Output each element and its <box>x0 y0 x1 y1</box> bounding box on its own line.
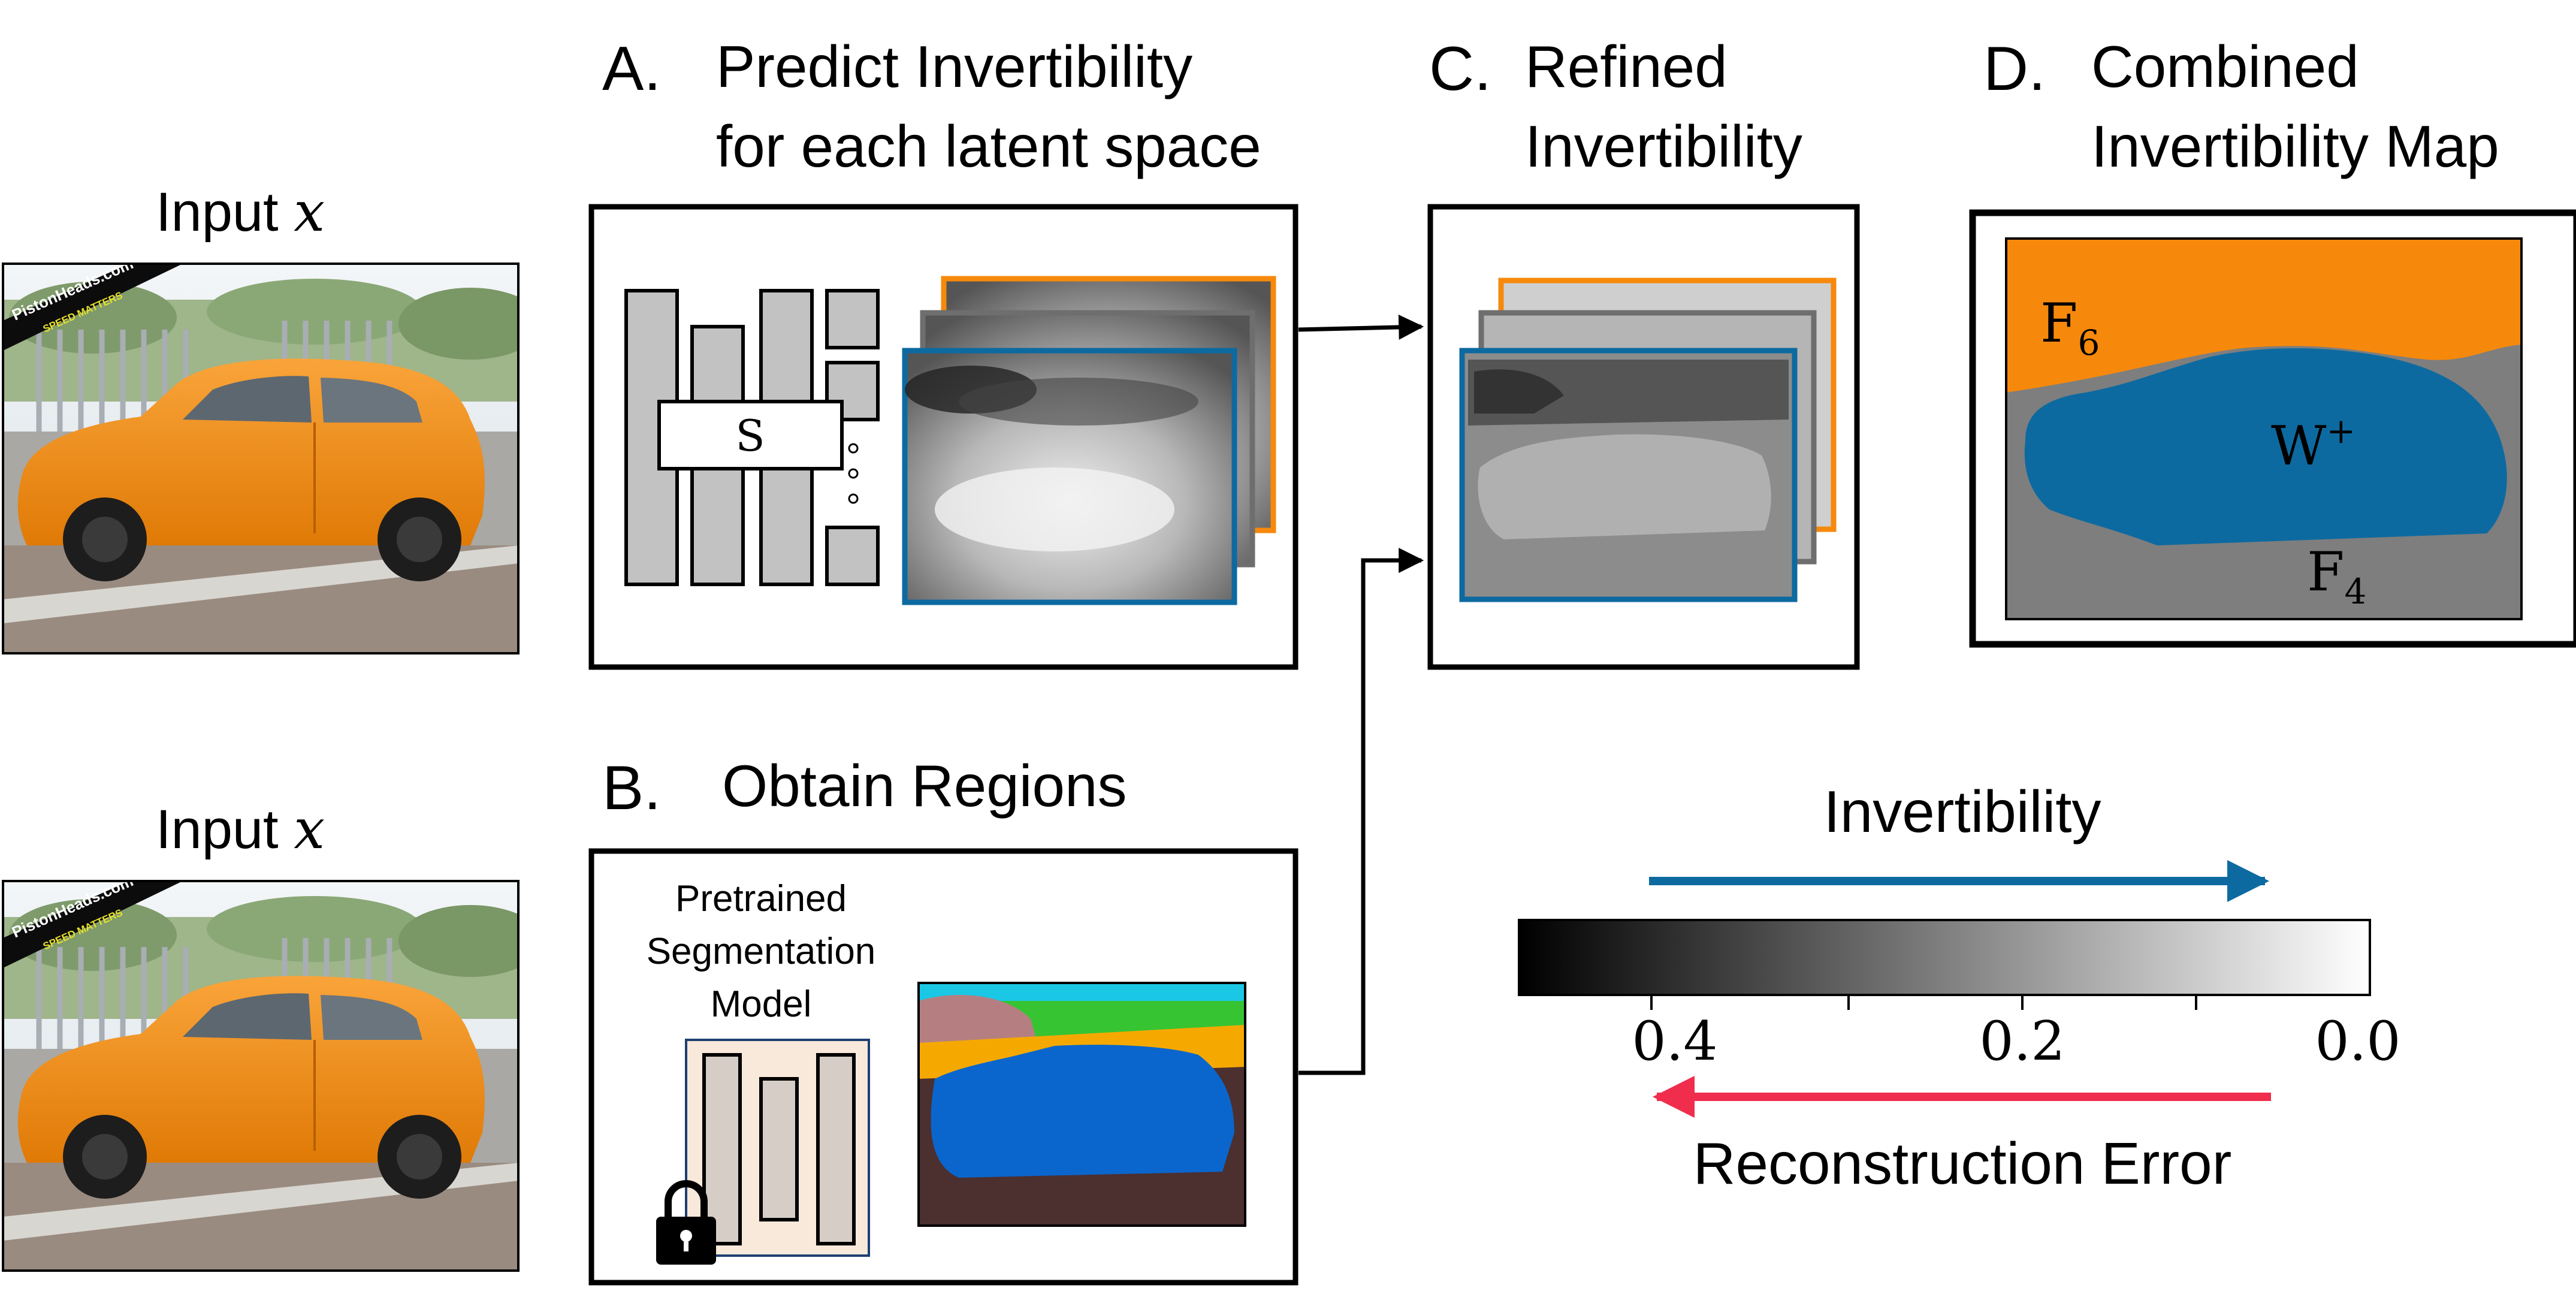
tick-label-0.2: 0.2 <box>1979 1010 2065 1073</box>
segmentation-network <box>702 1053 856 1245</box>
latent-map-stack <box>902 276 1276 605</box>
panel-b-letter: B. <box>602 753 661 823</box>
ellipsis-dots <box>848 443 859 504</box>
segmentation-map <box>917 982 1246 1227</box>
input-car-photo-bottom: PistonHeads.com SPEED MATTERS <box>2 871 520 1272</box>
panel-c-title-line2: Invertibility <box>1525 113 1802 179</box>
model-label-line2: Segmentation <box>647 931 876 972</box>
panel-c-title-line1: Refined <box>1525 34 1728 99</box>
model-label-line1: Pretrained <box>675 878 847 919</box>
input-top-label: Input x <box>156 180 325 244</box>
panel-d-title-line1: Combined <box>2091 34 2359 99</box>
refined-map-stack <box>1459 277 1837 602</box>
colorbar <box>1518 919 2371 1010</box>
model-label-line3: Model <box>711 984 812 1025</box>
tick-label-0.4: 0.4 <box>1632 1010 1717 1073</box>
s-predictor-label: S <box>735 411 765 461</box>
panel-d-title-line2: Invertibility Map <box>2091 113 2499 179</box>
combined-invertibility-map <box>2005 237 2523 620</box>
arrow-a-to-c <box>1298 314 1424 340</box>
panel-a-letter: A. <box>602 34 661 104</box>
panel-a-title-line1: Predict Invertibility <box>716 34 1192 99</box>
invertibility-label: Invertibility <box>1824 779 2101 844</box>
label-w-plus: W+ <box>2271 411 2355 478</box>
reconstruction-error-label: Reconstruction Error <box>1693 1130 2232 1196</box>
tick-label-0.0: 0.0 <box>2315 1010 2400 1073</box>
label-f6: F6 <box>2040 292 2100 363</box>
arrow-b-to-c <box>1298 548 1424 1075</box>
s-predictor-box <box>657 400 844 470</box>
panel-a-title-line2: for each latent space <box>716 113 1261 179</box>
label-f4: F4 <box>2307 541 2366 612</box>
lock-icon <box>656 1180 716 1265</box>
panel-d-letter: D. <box>1983 34 2046 104</box>
panel-b-title: Obtain Regions <box>722 753 1127 819</box>
panel-c-letter: C. <box>1429 34 1491 104</box>
input-car-photo-top: PistonHeads.com SPEED MATTERS <box>2 254 520 654</box>
input-bottom-label: Input x <box>156 797 325 861</box>
